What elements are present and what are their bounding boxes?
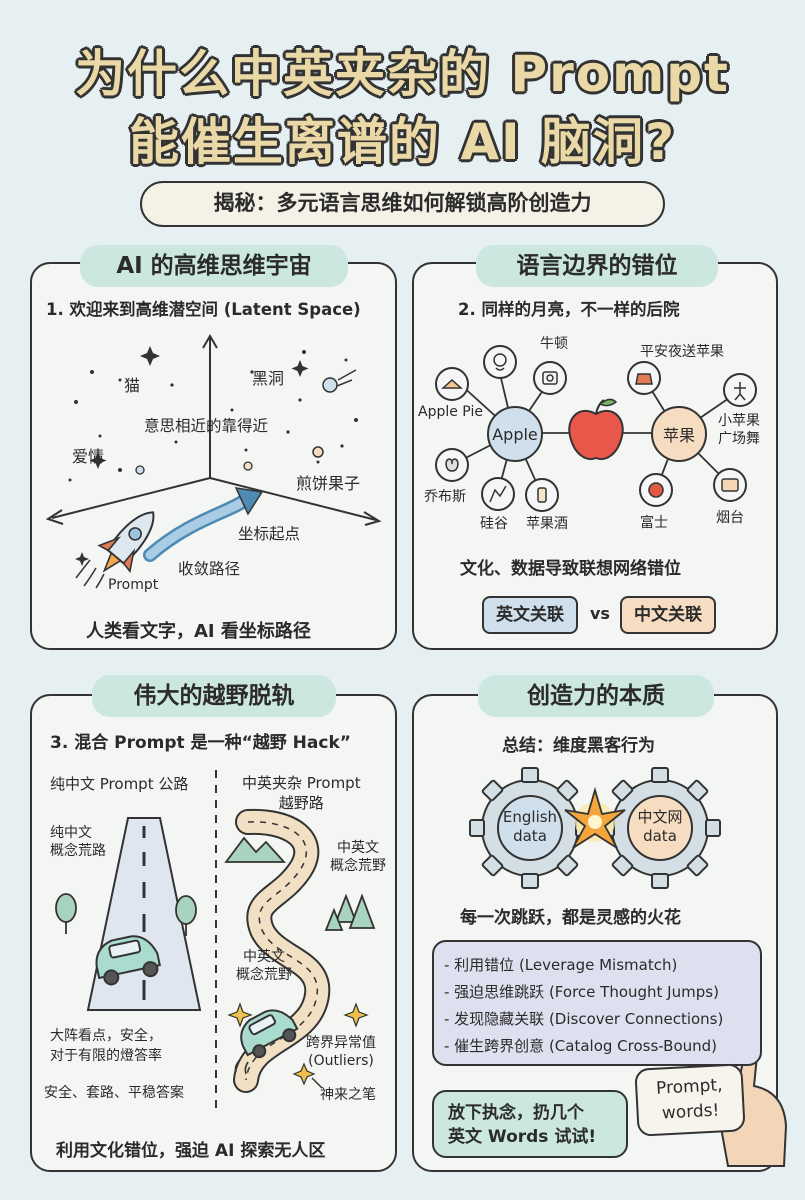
left-road-note: 大阵看点，安全， 对于有限的燈答率 xyxy=(50,1028,162,1064)
panel2-caption: 文化、数据导致联想网络错位 xyxy=(460,559,681,579)
right-wild-label-2: 中英文 概念荒野 xyxy=(236,949,292,983)
panel2-heading: 语言边界的错位 xyxy=(476,245,718,287)
title-line-2: 能催生离谱的 AI 脑洞? xyxy=(128,113,677,171)
panel4-summary: 总结：维度黑客行为 xyxy=(502,736,655,756)
panel-latent-space xyxy=(30,262,397,650)
right-road-title: 中英夹杂 Prompt 越野路 xyxy=(242,774,361,812)
label-yantai: 烟台 xyxy=(716,510,744,526)
left-wild-label: 纯中文 概念荒路 xyxy=(50,825,106,859)
card-text: Prompt, words! xyxy=(655,1075,723,1124)
panel3-subheading: 3. 混合 Prompt 是一种“越野 Hack” xyxy=(50,733,351,753)
vs-label: vs xyxy=(590,604,610,623)
label-newton: 牛顿 xyxy=(540,336,568,352)
left-road-bottom: 安全、套路、平稳答案 xyxy=(44,1085,184,1101)
gear-chinese-label: 中文网 data xyxy=(637,808,683,845)
label-square-dance: 小苹果 广场舞 xyxy=(718,413,760,447)
panel1-heading: AI 的高维思维宇宙 xyxy=(80,245,348,287)
panel-offroad xyxy=(30,694,397,1172)
cta-text: 放下执念，扔几个 英文 Words 试试! xyxy=(448,1103,597,1147)
label-prompt: Prompt xyxy=(108,577,159,593)
left-road-title: 纯中文 Prompt 公路 xyxy=(50,775,189,793)
principle-item: - 发现隐藏关联 (Discover Connections) xyxy=(444,1010,724,1028)
label-cat: 猫 xyxy=(124,376,141,395)
panel3-heading: 伟大的越野脱轨 xyxy=(92,675,336,717)
principle-item: - 催生跨界创意 (Catalog Cross-Bound) xyxy=(444,1037,718,1055)
label-jianbing: 煎饼果子 xyxy=(296,474,361,493)
label-christmas-apple: 平安夜送苹果 xyxy=(640,344,724,360)
divine-stroke-label: 神来之笔 xyxy=(320,1087,376,1103)
subtitle-badge: 揭秘：多元语言思维如何解锁高阶创造力 xyxy=(140,181,665,227)
panel4-heading: 创造力的本质 xyxy=(478,675,714,717)
label-converge-path: 收敛路径 xyxy=(178,560,241,578)
tag-english-association: 英文关联 xyxy=(482,596,578,634)
prompt-words-card: Prompt, words! xyxy=(634,1063,746,1137)
node-apple-zh: 苹果 xyxy=(651,406,707,462)
label-silicon-valley: 硅谷 xyxy=(480,516,508,532)
spark-caption: 每一次跳跃，都是灵感的火花 xyxy=(460,908,681,928)
principle-item: - 强迫思维跳跃 (Force Thought Jumps) xyxy=(444,983,719,1001)
outliers-label: 跨界异常值 (Outliers) xyxy=(306,1035,376,1069)
right-wild-label-1: 中英文 概念荒野 xyxy=(330,840,386,874)
label-love: 爱情 xyxy=(72,447,105,466)
title-line-1: 为什么中英夹杂的 Prompt xyxy=(75,45,730,103)
panel1-subheading: 1. 欢迎来到高维潜空间 (Latent Space) xyxy=(46,300,361,319)
label-blackhole: 黑洞 xyxy=(252,369,285,388)
panel2-subheading: 2. 同样的月亮，不一样的后院 xyxy=(458,300,680,319)
gear-english-label: English data xyxy=(502,808,558,845)
tag-chinese-association: 中文关联 xyxy=(620,596,716,634)
node-apple-en: Apple xyxy=(487,406,543,462)
label-semantic-near: 意思相近的靠得近 xyxy=(144,417,269,435)
principle-item: - 利用错位 (Leverage Mismatch) xyxy=(444,956,678,974)
label-fuji: 富士 xyxy=(640,515,668,531)
label-jobs: 乔布斯 xyxy=(424,489,466,505)
label-cider: 苹果酒 xyxy=(526,516,568,532)
principles-list-box: - 利用错位 (Leverage Mismatch) - 强迫思维跳跃 (For… xyxy=(432,940,762,1066)
label-origin: 坐标起点 xyxy=(238,525,301,543)
label-apple-pie: Apple Pie xyxy=(418,404,483,420)
panel1-footer: 人类看文字，AI 看坐标路径 xyxy=(86,621,311,642)
panel3-footer: 利用文化错位，强迫 AI 探索无人区 xyxy=(56,1141,326,1161)
cta-speech-bubble: 放下执念，扔几个 英文 Words 试试! xyxy=(432,1090,628,1158)
